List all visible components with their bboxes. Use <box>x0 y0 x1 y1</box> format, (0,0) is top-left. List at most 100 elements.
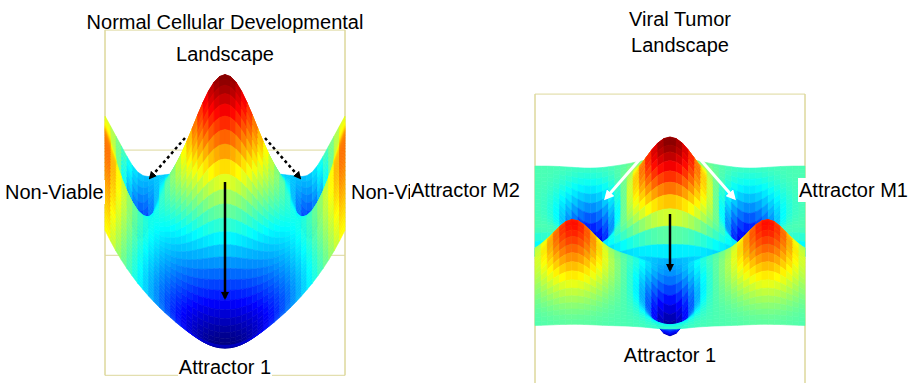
surface-patch <box>231 257 236 269</box>
surface-patch <box>225 347 231 348</box>
surface-patch <box>258 260 264 269</box>
surface-patch <box>203 341 208 344</box>
surface-patch <box>214 317 219 326</box>
surface-patch <box>274 231 279 238</box>
surface-patch <box>181 252 186 260</box>
surface-patch <box>269 321 275 327</box>
surface-patch <box>263 243 268 252</box>
surface-patch <box>323 256 328 268</box>
surface-patch <box>203 340 208 343</box>
surface-patch <box>340 226 346 241</box>
surface-patch <box>171 231 176 238</box>
surface-patch <box>209 299 215 309</box>
surface-patch <box>236 279 242 290</box>
surface-patch <box>231 232 236 246</box>
surface-patch <box>181 243 186 252</box>
surface-patch <box>209 289 215 299</box>
surface-patch <box>214 309 219 318</box>
surface-patch <box>214 190 219 207</box>
surface-patch <box>209 220 215 235</box>
surface-patch <box>154 300 159 308</box>
surface-patch <box>590 168 596 173</box>
surface-patch <box>225 116 231 131</box>
surface-patch <box>220 326 226 333</box>
surface-patch <box>116 247 122 260</box>
surface-patch <box>258 251 264 260</box>
surface-patch <box>231 219 236 234</box>
surface-patch <box>198 338 204 342</box>
surface-patch <box>192 250 197 260</box>
surface-patch <box>252 333 257 338</box>
surface-patch <box>111 237 116 251</box>
surface-patch <box>236 342 242 346</box>
surface-patch <box>258 241 264 251</box>
surface-patch <box>274 315 279 321</box>
surface-patch <box>274 238 279 245</box>
surface-patch <box>214 219 219 234</box>
surface-patch <box>247 278 253 288</box>
surface-patch <box>231 205 236 221</box>
surface-patch <box>247 335 253 341</box>
surface-patch <box>192 260 197 270</box>
surface-patch <box>301 287 306 296</box>
frame-line <box>105 255 106 375</box>
surface-patch <box>165 310 171 317</box>
surface-patch <box>334 237 339 251</box>
surface-patch <box>231 344 236 346</box>
surface-patch <box>220 104 226 118</box>
surface-patch <box>535 166 541 170</box>
surface-patch <box>241 247 246 259</box>
surface-patch <box>220 347 226 349</box>
surface-patch <box>192 335 197 339</box>
surface-patch <box>220 345 226 347</box>
surface-patch <box>584 168 590 173</box>
surface-patch <box>214 269 219 280</box>
surface-patch <box>220 318 226 326</box>
surface-patch <box>280 232 286 238</box>
surface-patch <box>105 226 111 241</box>
surface-patch <box>176 244 182 252</box>
surface-patch <box>247 338 253 342</box>
surface-patch <box>187 330 193 335</box>
surface-patch <box>225 318 231 326</box>
surface-patch <box>231 280 236 291</box>
surface-patch <box>143 287 148 296</box>
surface-patch <box>263 234 268 244</box>
surface-patch <box>127 265 133 276</box>
surface-patch <box>312 273 317 283</box>
surface-patch <box>274 317 279 323</box>
surface-patch <box>252 260 257 270</box>
surface-patch <box>225 93 231 105</box>
surface-patch <box>220 144 226 160</box>
surface-patch <box>225 347 231 349</box>
surface-patch <box>285 306 291 313</box>
surface-patch <box>165 311 171 317</box>
surface-patch <box>181 234 186 244</box>
surface-patch <box>214 344 219 347</box>
surface-patch <box>160 306 166 313</box>
surface-patch <box>198 338 204 342</box>
surface-patch <box>236 207 242 223</box>
surface-patch <box>198 338 204 342</box>
surface-patch <box>296 294 302 302</box>
surface-patch <box>307 280 313 290</box>
surface-patch <box>187 328 193 334</box>
surface-patch <box>203 279 208 289</box>
surface-patch <box>138 201 144 211</box>
surface-patch <box>225 345 231 347</box>
surface-patch <box>252 239 257 251</box>
frame-line <box>535 94 805 95</box>
surface-patch <box>203 235 208 248</box>
surface-patch <box>247 269 253 279</box>
surface-patch <box>220 116 226 131</box>
surface-patch <box>198 337 204 342</box>
surface-patch <box>220 300 226 310</box>
surface-patch <box>301 176 306 182</box>
surface-patch <box>225 326 231 333</box>
surface-patch <box>236 258 242 270</box>
surface-patch <box>209 207 215 223</box>
surface-patch <box>252 334 257 338</box>
surface-patch <box>160 222 166 227</box>
surface-patch <box>203 269 208 279</box>
surface-patch <box>269 319 275 325</box>
